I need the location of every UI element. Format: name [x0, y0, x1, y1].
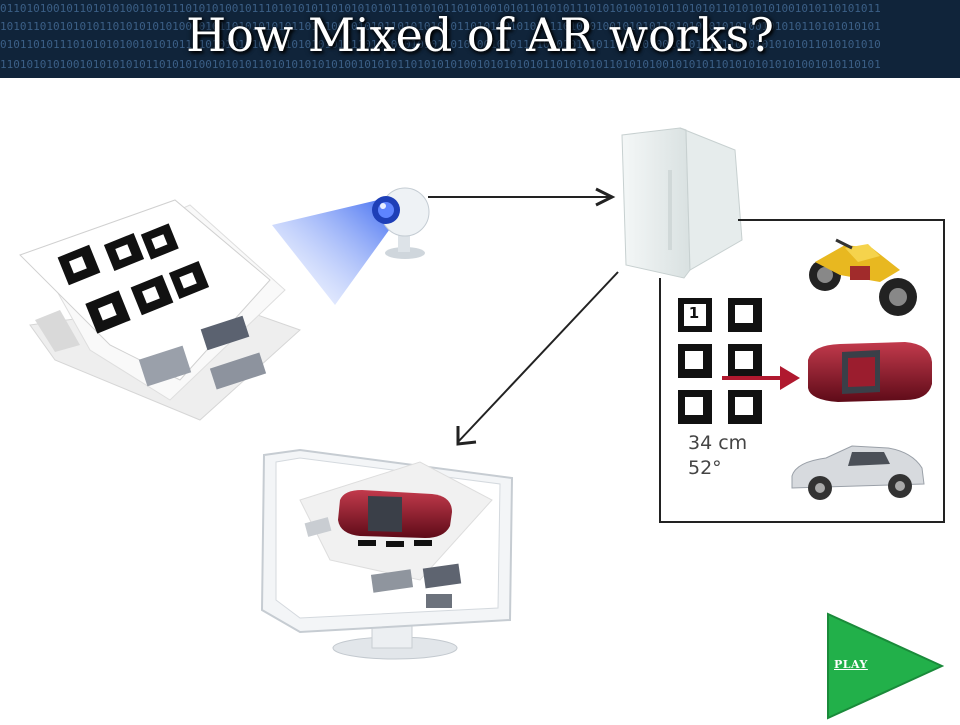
distance-readout: 34 cm	[688, 432, 748, 454]
camera-view-beam	[272, 200, 392, 305]
car-model-icon	[808, 342, 932, 402]
motorcycle-model-icon	[809, 238, 917, 316]
angle-readout: 52°	[688, 457, 722, 479]
marker-sheet-group	[19, 199, 301, 421]
monitor-icon	[260, 448, 514, 660]
ar-marker-grid	[57, 223, 210, 334]
convertible-model-icon	[791, 445, 925, 500]
connector-pc-to-panel	[659, 219, 945, 523]
slide-header: 0110101001011010101001010111010101001011…	[0, 0, 960, 78]
arrow-camera-to-pc	[428, 187, 616, 207]
ar-diagram: 1 34 cm 52°	[0, 78, 960, 720]
play-triangle-icon[interactable]	[826, 612, 945, 720]
marker-number-label: 1	[688, 304, 700, 322]
binary-background-line: 1101010101001010101010110101010010101011…	[0, 58, 881, 71]
binary-background-line: 0110101001011010101001010111010101001011…	[0, 2, 881, 15]
marker-library	[678, 298, 762, 424]
play-button-label[interactable]: PLAY	[834, 658, 868, 671]
binary-background-line: 0101101011101010101001010101101010101010…	[0, 38, 881, 51]
slide-title: How Mixed of AR works?	[186, 8, 774, 62]
webcam-icon	[372, 187, 430, 259]
match-arrow	[722, 366, 800, 390]
binary-background-line: 1010110101010101101010101010010101101010…	[0, 20, 881, 33]
arrow-pc-to-monitor	[456, 271, 619, 446]
computer-tower-icon	[621, 127, 743, 279]
play-button[interactable]: PLAY	[826, 612, 945, 720]
ar-diagram-graphic	[19, 127, 945, 660]
augmented-car-on-screen	[338, 490, 452, 547]
